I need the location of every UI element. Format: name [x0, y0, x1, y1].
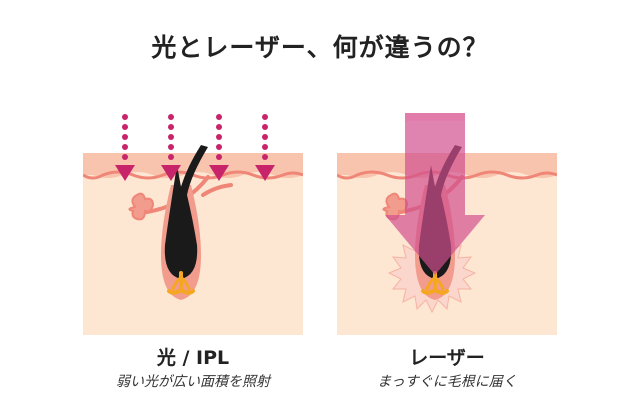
- laser-illustration: [337, 113, 557, 335]
- hair-bulb: [164, 145, 208, 279]
- light-ipl-description: 弱い光が広い面積を照射: [116, 374, 270, 390]
- light-ray-arrow: [161, 114, 181, 181]
- sebaceous-gland: [382, 192, 409, 221]
- light-ray-arrow: [255, 114, 275, 181]
- laser-title: レーザー: [409, 347, 485, 369]
- laser-beam-arrow: [385, 113, 485, 275]
- laser-diagram: [337, 95, 557, 335]
- light-ipl-title: 光 / IPL: [156, 347, 230, 369]
- page-title: 光とレーザー、何が違うの？: [151, 33, 489, 62]
- sebaceous-gland: [128, 192, 155, 221]
- light-ipl-illustration: [83, 114, 303, 335]
- light-ipl-diagram: [83, 95, 303, 335]
- light-ray-arrows: [115, 114, 275, 181]
- blood-vessel-branch: [201, 183, 233, 197]
- laser-description: まっすぐに毛根に届く: [377, 374, 517, 390]
- light-ray-arrow: [115, 114, 135, 181]
- light-ray-arrow: [209, 114, 229, 181]
